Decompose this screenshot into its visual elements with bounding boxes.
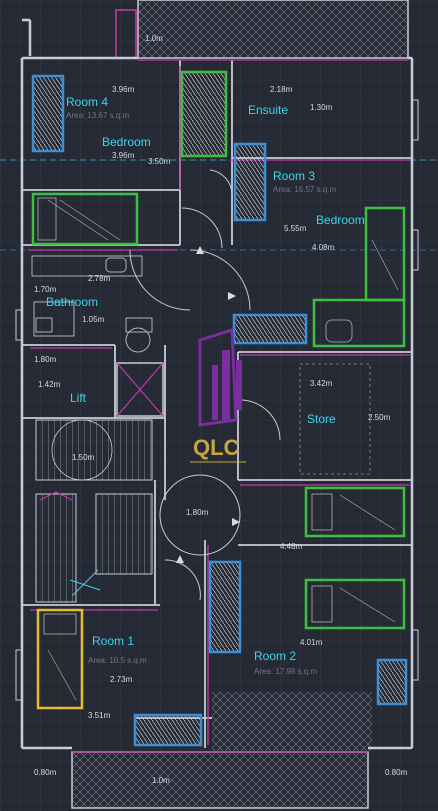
- bed-room1: [36, 608, 84, 710]
- windows: [15, 99, 419, 701]
- wardrobe-room3: [233, 142, 267, 222]
- dim-label: 1.80m: [34, 355, 57, 364]
- dim-label: 2.18m: [270, 85, 293, 94]
- bed-room2-upper: [304, 486, 406, 538]
- dim-label: 1.0m: [152, 776, 170, 785]
- bedroom-top-label: Bedroom: [102, 135, 151, 149]
- dim-label: 1.30m: [310, 103, 333, 112]
- bed-room2-lower: [304, 578, 406, 630]
- dim-label: 1.42m: [38, 380, 61, 389]
- dim-label: 3.42m: [310, 379, 333, 388]
- dim-label: 1.80m: [186, 508, 209, 517]
- balcony-top: [115, 0, 409, 59]
- lift-label: Lift: [70, 391, 87, 405]
- dim-label: 1.70m: [34, 285, 57, 294]
- dim-label: 3.51m: [88, 711, 111, 720]
- lift-shaft: [116, 362, 164, 417]
- room-3-area: Area: 16.57 s.q.m: [273, 185, 336, 194]
- wardrobe-room3-lower: [232, 313, 308, 345]
- bathroom-label: Bathroom: [46, 295, 98, 309]
- room-2-area: Area: 17.98 s.q.m: [254, 667, 317, 676]
- dim-label: 0.80m: [385, 768, 408, 777]
- bed-room3-horizontal: [312, 298, 406, 348]
- dim-label: 1.0m: [145, 34, 163, 43]
- logo-text: QLC: [193, 435, 240, 460]
- store-label: Store: [307, 412, 336, 426]
- room-1-label: Room 1: [92, 634, 134, 648]
- qlc-logo: QLC: [190, 327, 246, 463]
- wardrobe-room2: [376, 658, 408, 706]
- dim-label: 3.96m: [112, 151, 135, 160]
- wardrobe-top-center: [180, 70, 228, 158]
- dim-label: 2.78m: [88, 274, 111, 283]
- dim-label: 0.80m: [34, 768, 57, 777]
- dim-label: 2.50m: [368, 413, 391, 422]
- dim-label: 3.50m: [148, 157, 171, 166]
- dim-label: 1.05m: [82, 315, 105, 324]
- dim-label: 4.01m: [300, 638, 323, 647]
- wardrobe-hall: [208, 560, 242, 654]
- dim-label: 5.55m: [284, 224, 307, 233]
- staircase: [35, 419, 153, 603]
- partitions: [28, 59, 410, 753]
- bedroom-right-label: Bedroom: [316, 213, 365, 227]
- dim-label: 3.96m: [112, 85, 135, 94]
- dim-label: 2.73m: [110, 675, 133, 684]
- room-4-label: Room 4: [66, 95, 108, 109]
- dim-label: 4.48m: [280, 542, 303, 551]
- room-labels: Room 4 Area: 13.67 s.q.m Bedroom Ensuite…: [46, 95, 365, 676]
- wardrobe-room4: [31, 74, 65, 153]
- direction-arrows: [176, 246, 240, 563]
- dim-label: 1.50m: [72, 453, 95, 462]
- room-4-area: Area: 13.67 s.q.m: [66, 111, 129, 120]
- ensuite-label: Ensuite: [248, 103, 288, 117]
- bathroom-fixtures: [31, 255, 153, 353]
- wardrobe-room1: [133, 713, 203, 747]
- balcony-bottom: [71, 692, 372, 809]
- room-1-area: Area: 10.5 s.q.m: [88, 656, 147, 665]
- dim-label: 4.08m: [312, 243, 335, 252]
- dimension-labels: 3.96m 2.18m 1.30m 3.96m 3.50m 5.55m 4.08…: [34, 34, 408, 785]
- bed-room4: [31, 192, 139, 246]
- room-2-label: Room 2: [254, 649, 296, 663]
- room-3-label: Room 3: [273, 169, 315, 183]
